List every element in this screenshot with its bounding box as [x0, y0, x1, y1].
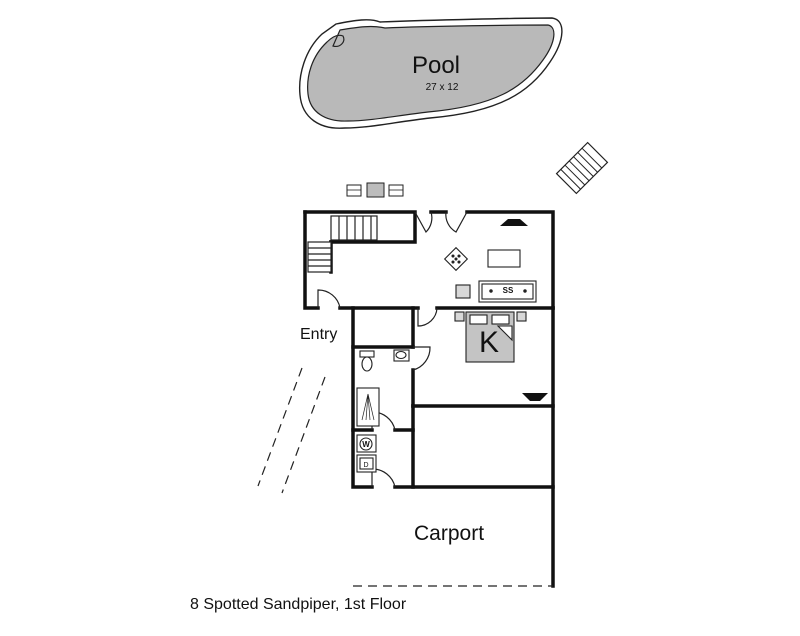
bedroom-label: K: [478, 326, 499, 359]
driveway-lines: [257, 367, 553, 587]
entry-label: Entry: [300, 326, 338, 343]
patio-table: [366, 182, 385, 198]
nightstand-left: [454, 311, 465, 322]
patio-furniture: [346, 182, 404, 198]
patio-chair-right: [388, 184, 404, 197]
tv-icon: [522, 393, 548, 401]
dryer-marker: D: [363, 462, 369, 469]
patio-chair-left: [346, 184, 362, 197]
washer-marker: W: [362, 440, 370, 449]
floor-plan-caption: 8 Spotted Sandpiper, 1st Floor: [190, 596, 407, 613]
pool: [298, 17, 563, 129]
interior-stairs: [307, 215, 378, 273]
walls: [303, 210, 555, 588]
fireplace-icon: [500, 219, 528, 226]
pool-label: Pool: [411, 52, 461, 79]
sofa-marker: SS: [502, 286, 514, 295]
living-room-furniture: [443, 246, 537, 303]
shower: [356, 387, 380, 427]
bath-fixtures: [356, 349, 410, 473]
pool-dimensions: 27 x 12: [425, 82, 459, 93]
toilet: [359, 350, 375, 358]
bedroom-furniture: [454, 311, 527, 363]
carport-label: Carport: [414, 522, 485, 545]
pool-water: [307, 24, 555, 122]
coffee-table: [487, 249, 521, 268]
door-swings: [317, 211, 468, 488]
nightstand-right: [516, 311, 527, 322]
end-table: [455, 284, 471, 299]
deck-stairs: [555, 141, 609, 195]
